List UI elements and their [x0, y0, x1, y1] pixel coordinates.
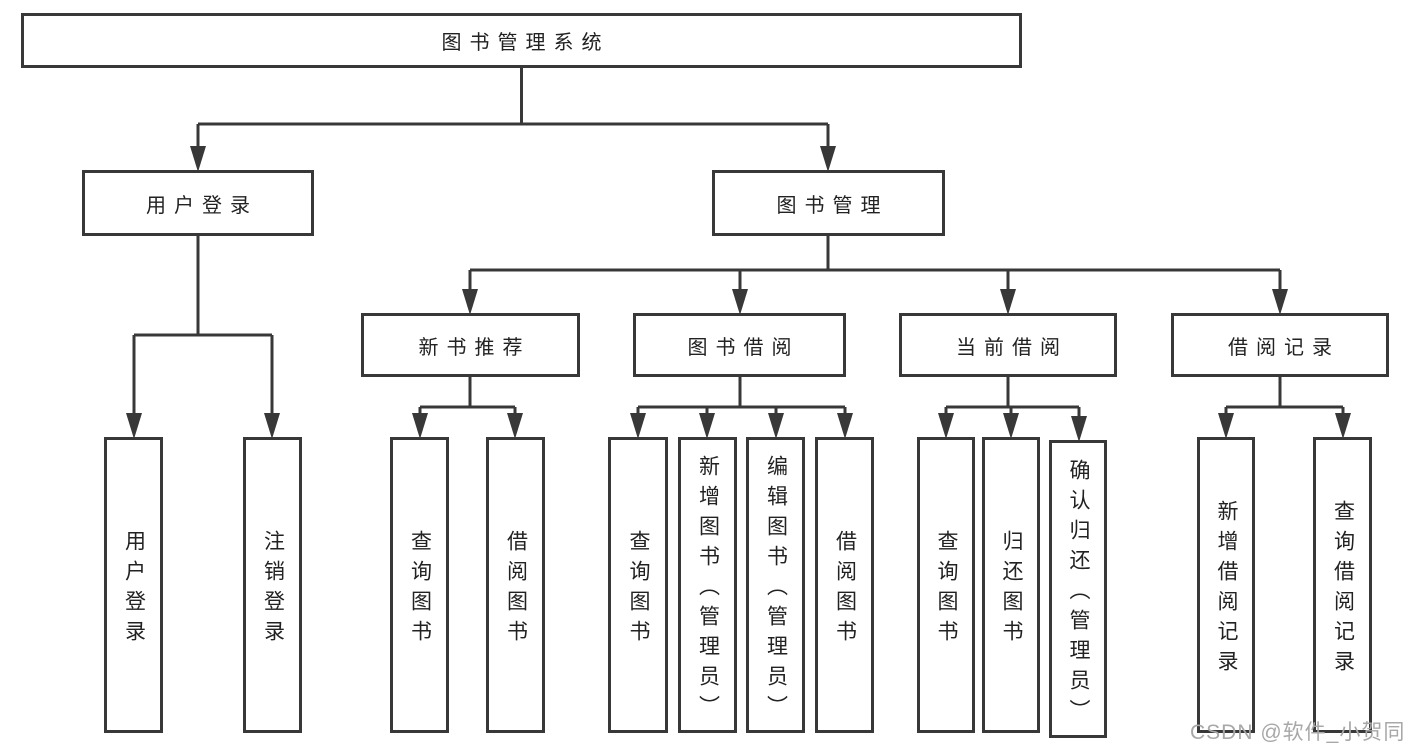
csdn-watermark: CSDN @软件_小贺同学: [1190, 721, 1405, 744]
leaf-logout-login: 注销登录: [243, 437, 302, 733]
leaf-return-book: 归还图书: [982, 437, 1040, 733]
leaf-query-books-recommend: 查询图书: [390, 437, 449, 733]
leaf-add-borrow-record: 新增借阅记录: [1197, 437, 1255, 733]
node-current-borrowing: 当前借阅: [899, 313, 1117, 377]
leaf-add-book-admin: 新增图书（管理员）: [678, 437, 737, 733]
node-user-login: 用户登录: [82, 170, 314, 236]
connector-root-to-level2: [196, 68, 830, 150]
node-new-book-recommend-label: 新书推荐: [418, 336, 531, 359]
leaf-borrow-books-recommend: 借阅图书: [486, 437, 545, 733]
connector-book-management-to-level3: [468, 236, 1282, 293]
connector-book-borrowing-to-leaves: [636, 377, 847, 417]
leaf-borrow-books: 借阅图书: [815, 437, 874, 733]
node-borrow-records-label: 借阅记录: [1228, 336, 1340, 359]
node-user-login-label: 用户登录: [146, 194, 258, 217]
leaf-user-login: 用户登录: [104, 437, 163, 733]
leaf-borrow-books-label: 借阅图书: [833, 529, 857, 650]
connector-current-borrowing-to-leaves: [944, 377, 1081, 420]
leaf-user-login-label: 用户登录: [122, 529, 146, 650]
leaf-query-books-current-label: 查询图书: [935, 529, 958, 650]
leaf-confirm-return-admin: 确认归还（管理员）: [1049, 440, 1107, 738]
leaf-borrow-books-recommend-label: 借阅图书: [504, 529, 528, 650]
node-book-borrowing: 图书借阅: [633, 313, 846, 377]
leaf-query-borrow-record-label: 查询借阅记录: [1331, 499, 1355, 680]
node-book-borrowing-label: 图书借阅: [687, 336, 800, 359]
connector-user-login-to-leaves: [132, 236, 274, 417]
connector-borrow-records-to-leaves: [1224, 377, 1345, 417]
node-borrow-records: 借阅记录: [1171, 313, 1389, 377]
leaf-add-book-admin-label: 新增图书（管理员）: [696, 454, 720, 725]
node-new-book-recommend: 新书推荐: [361, 313, 580, 377]
leaf-query-books-recommend-label: 查询图书: [408, 529, 432, 650]
leaf-query-books-borrowing-label: 查询图书: [627, 529, 650, 650]
leaf-add-borrow-record-label: 新增借阅记录: [1215, 499, 1238, 680]
leaf-query-books-borrowing: 查询图书: [608, 437, 668, 733]
node-book-management-label: 图书管理: [776, 194, 889, 217]
leaf-logout-login-label: 注销登录: [261, 529, 285, 650]
arrowheads: [126, 146, 1351, 442]
leaf-edit-book-admin: 编辑图书（管理员）: [746, 437, 805, 733]
node-root: 图书管理系统: [21, 13, 1022, 68]
leaf-confirm-return-admin-label: 确认归还（管理员）: [1067, 458, 1090, 729]
connector-new-book-recommend-to-leaves: [418, 377, 517, 417]
leaf-query-books-current: 查询图书: [917, 437, 975, 733]
node-current-borrowing-label: 当前借阅: [956, 336, 1068, 359]
leaf-edit-book-admin-label: 编辑图书（管理员）: [764, 454, 788, 725]
leaf-return-book-label: 归还图书: [1000, 529, 1023, 650]
node-book-management: 图书管理: [712, 170, 945, 236]
leaf-query-borrow-record: 查询借阅记录: [1313, 437, 1372, 733]
node-root-label: 图书管理系统: [441, 32, 610, 54]
